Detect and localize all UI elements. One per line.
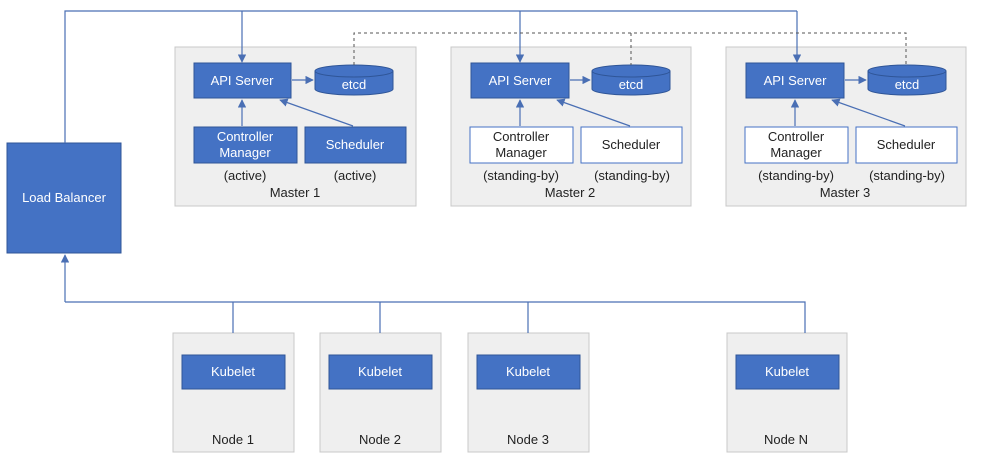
- master-2-scheduler: [580, 126, 683, 164]
- node-1-kubelet: [181, 354, 286, 390]
- node-3-kubelet: [476, 354, 581, 390]
- master-1-scheduler-label: Scheduler: [326, 137, 385, 152]
- master-1-controller-manager: [193, 126, 298, 164]
- node-3-kubelet-label: Kubelet: [506, 364, 550, 379]
- node-3-group: Kubelet Node 3: [467, 332, 590, 453]
- master-2-controller-manager-line1: Controller: [493, 129, 550, 144]
- master-3-title: Master 3: [820, 185, 871, 200]
- node-2-kubelet: [328, 354, 433, 390]
- master-1-api-server-label: API Server: [211, 73, 275, 88]
- master-2-controller-manager-line2: Manager: [495, 145, 547, 160]
- master-2-etcd-label: etcd: [619, 77, 644, 92]
- master-1-title: Master 1: [270, 185, 321, 200]
- node-n-title: Node N: [764, 432, 808, 447]
- node-2-frame: [319, 332, 442, 453]
- master-3-controller-manager-line1: Controller: [768, 129, 825, 144]
- nodes-bus: [65, 301, 806, 333]
- master-3-scheduler-status: (standing-by): [869, 168, 945, 183]
- master-2-etcd: [591, 64, 671, 96]
- load-balancer: [6, 142, 122, 254]
- master-1-group: Master 1 API Server etcd Controller Mana…: [174, 46, 417, 207]
- master-2-scheduler-status: (standing-by): [594, 168, 670, 183]
- master-3-sched-to-api-arrow: [831, 98, 906, 127]
- node-1-kubelet-label: Kubelet: [211, 364, 255, 379]
- master-1-controller-manager-line1: Controller: [217, 129, 274, 144]
- master-2-scheduler-label: Scheduler: [602, 137, 661, 152]
- master-2-controller-manager-status: (standing-by): [483, 168, 559, 183]
- master-3-scheduler-label: Scheduler: [877, 137, 936, 152]
- master-2-title: Master 2: [545, 185, 596, 200]
- master-3-etcd-label: etcd: [895, 77, 920, 92]
- master-1-controller-manager-status: (active): [224, 168, 267, 183]
- master-3-group: Master 3 API Server etcd Controller Mana…: [725, 46, 967, 207]
- master-2-controller-manager: [469, 126, 574, 164]
- master-2-api-server: [470, 62, 570, 99]
- master-3-controller-manager: [744, 126, 849, 164]
- node-n-frame: [726, 332, 848, 453]
- node-n-kubelet: [735, 354, 840, 390]
- master-1-sched-to-api-arrow: [279, 98, 354, 127]
- node-3-title: Node 3: [507, 432, 549, 447]
- node-n-kubelet-label: Kubelet: [765, 364, 809, 379]
- node-1-group: Kubelet Node 1: [172, 332, 295, 453]
- master-2-sched-to-api-arrow: [556, 98, 631, 127]
- node-2-title: Node 2: [359, 432, 401, 447]
- node-2-kubelet-label: Kubelet: [358, 364, 402, 379]
- master-3-scheduler: [855, 126, 958, 164]
- node-1-frame: [172, 332, 295, 453]
- node-3-frame: [467, 332, 590, 453]
- master-2-group: Master 2 API Server etcd Controller Mana…: [450, 46, 692, 207]
- master-1-controller-manager-line2: Manager: [219, 145, 271, 160]
- lb-to-masters-bus: [64, 10, 797, 143]
- master-3-controller-manager-line2: Manager: [770, 145, 822, 160]
- master-3-controller-manager-status: (standing-by): [758, 168, 834, 183]
- master-1-scheduler-status: (active): [334, 168, 377, 183]
- master-3-api-server: [745, 62, 845, 99]
- etcd-cluster-link: [353, 32, 907, 65]
- master-3-api-server-label: API Server: [764, 73, 828, 88]
- master-1-api-server: [193, 62, 292, 99]
- master-2-api-server-label: API Server: [489, 73, 553, 88]
- master-1-scheduler: [304, 126, 407, 164]
- master-3-etcd: [867, 64, 947, 96]
- master-1-etcd-label: etcd: [342, 77, 367, 92]
- node-1-title: Node 1: [212, 432, 254, 447]
- node-2-group: Kubelet Node 2: [319, 332, 442, 453]
- load-balancer-label: Load Balancer: [22, 190, 107, 205]
- node-n-group: Kubelet Node N: [726, 332, 848, 453]
